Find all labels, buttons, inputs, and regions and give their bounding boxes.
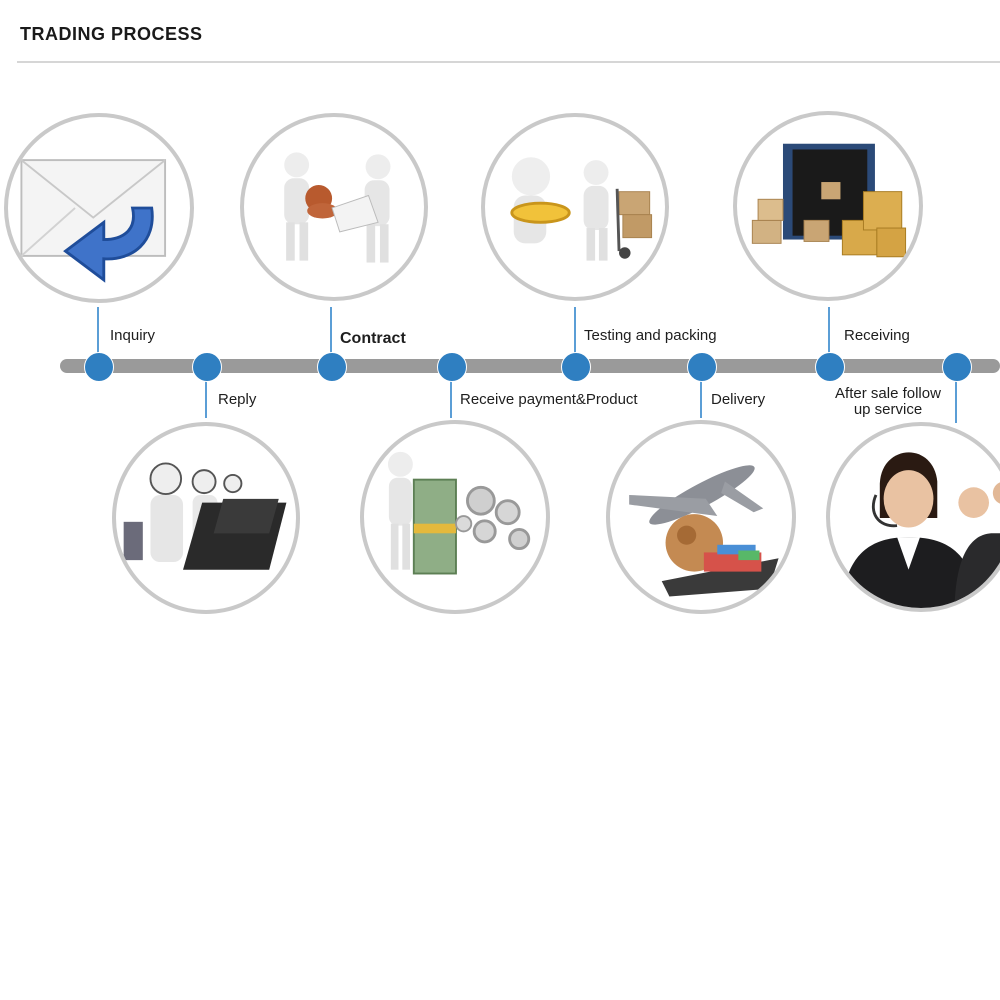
testing-illustration <box>481 113 669 301</box>
delivery-illustration <box>606 420 796 614</box>
stem-after-sale <box>955 378 957 423</box>
after-sale-illustration <box>826 422 1000 612</box>
header-divider <box>17 61 1000 63</box>
container-boxes-icon <box>751 143 907 258</box>
stem-delivery <box>700 378 702 418</box>
node-inquiry <box>84 352 114 382</box>
stem-inquiry <box>97 307 99 357</box>
node-after-sale <box>942 352 972 382</box>
inspection-handtruck-icon <box>510 157 653 261</box>
node-reply <box>192 352 222 382</box>
label-contract: Contract <box>340 330 406 347</box>
plane-ship-globe-icon <box>629 465 779 597</box>
payment-illustration <box>360 420 550 614</box>
support-agent-icon <box>841 452 1000 608</box>
label-reply: Reply <box>218 391 257 408</box>
stem-receiving <box>828 307 830 357</box>
stem-testing <box>574 307 576 357</box>
label-receiving: Receiving <box>844 327 910 344</box>
label-after-sale: After sale follow up service <box>823 386 953 418</box>
reply-illustration <box>112 422 300 614</box>
envelope-reply-icon <box>20 159 167 283</box>
node-receiving <box>815 352 845 382</box>
contract-illustration <box>240 113 428 301</box>
stem-contract <box>330 307 332 357</box>
node-contract <box>317 352 347 382</box>
stem-reply <box>205 378 207 418</box>
node-delivery <box>687 352 717 382</box>
receiving-illustration <box>733 111 923 301</box>
label-after-sale-line2: up service <box>853 401 923 418</box>
page-title: TRADING PROCESS <box>20 24 203 44</box>
stem-payment <box>450 378 452 418</box>
label-payment: Receive payment&Product <box>460 391 638 408</box>
label-after-sale-line1: After sale follow <box>835 385 941 402</box>
call-center-computers-icon <box>123 462 287 570</box>
label-delivery: Delivery <box>711 391 766 408</box>
stamp-contract-icon <box>284 152 391 263</box>
label-testing: Testing and packing <box>584 327 717 344</box>
inquiry-illustration <box>4 113 194 303</box>
node-payment <box>437 352 467 382</box>
node-testing <box>561 352 591 382</box>
label-inquiry: Inquiry <box>110 327 156 344</box>
money-gears-icon <box>387 451 531 575</box>
timeline-track <box>60 359 1000 373</box>
